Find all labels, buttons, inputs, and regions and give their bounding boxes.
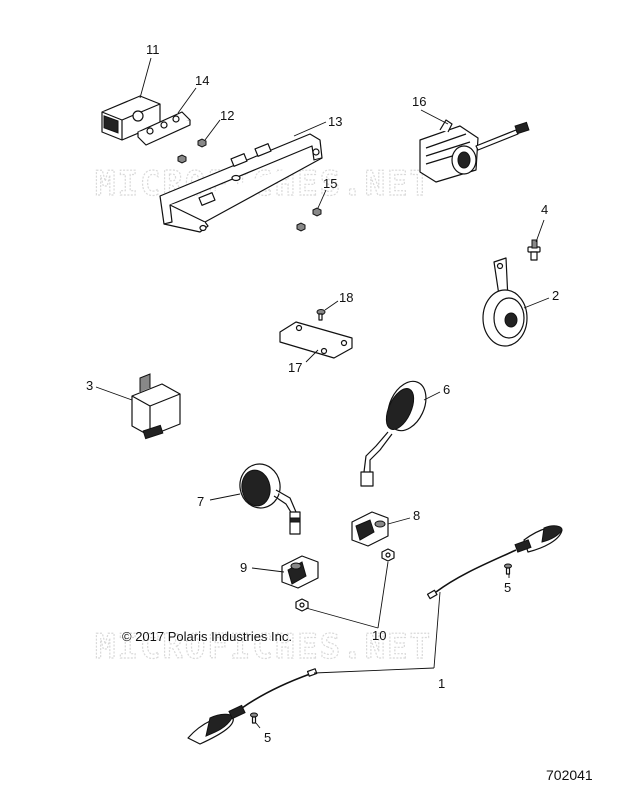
part-9-clamp bbox=[281, 555, 319, 589]
callout-13: 13 bbox=[328, 114, 342, 129]
callout-12: 12 bbox=[220, 108, 234, 123]
part-14-plate bbox=[137, 111, 191, 146]
callout-3: 3 bbox=[86, 378, 93, 393]
part-1-turn-signal-upper bbox=[426, 525, 563, 600]
callout-15: 15 bbox=[323, 176, 337, 191]
callout-7: 7 bbox=[197, 494, 204, 509]
part-4-screw bbox=[527, 239, 541, 261]
callout-5-lower: 5 bbox=[264, 730, 271, 745]
document-number: 702041 bbox=[546, 767, 593, 783]
callout-10: 10 bbox=[372, 628, 386, 643]
watermark-bottom: MICROFICHES.NET bbox=[95, 627, 432, 667]
part-17-plate bbox=[279, 321, 353, 359]
part-10-nut bbox=[295, 548, 395, 612]
part-11-relay bbox=[101, 95, 161, 141]
callout-11: 11 bbox=[146, 42, 160, 57]
part-3-module bbox=[131, 373, 181, 440]
part-6-mirror bbox=[360, 380, 427, 487]
part-13-bracket bbox=[159, 133, 323, 233]
part-1-turn-signal-lower bbox=[187, 668, 318, 745]
part-18-screw bbox=[316, 309, 326, 321]
part-16-switch bbox=[419, 119, 530, 183]
callout-1: 1 bbox=[438, 676, 445, 691]
part-2-horn bbox=[482, 257, 528, 347]
callout-8: 8 bbox=[413, 508, 420, 523]
part-7-mirror bbox=[239, 463, 301, 535]
callout-14: 14 bbox=[195, 73, 209, 88]
callout-18: 18 bbox=[339, 290, 353, 305]
part-8-clamp bbox=[351, 511, 389, 547]
part-15-nut bbox=[296, 207, 322, 232]
callout-9: 9 bbox=[240, 560, 247, 575]
callout-17: 17 bbox=[288, 360, 302, 375]
callout-6: 6 bbox=[443, 382, 450, 397]
callout-16: 16 bbox=[412, 94, 426, 109]
copyright-notice: © 2017 Polaris Industries Inc. bbox=[122, 629, 292, 644]
callout-5-upper: 5 bbox=[504, 580, 511, 595]
callout-2: 2 bbox=[552, 288, 559, 303]
part-12-nut bbox=[177, 138, 207, 164]
callout-4: 4 bbox=[541, 202, 548, 217]
part-5-screw bbox=[250, 563, 512, 724]
